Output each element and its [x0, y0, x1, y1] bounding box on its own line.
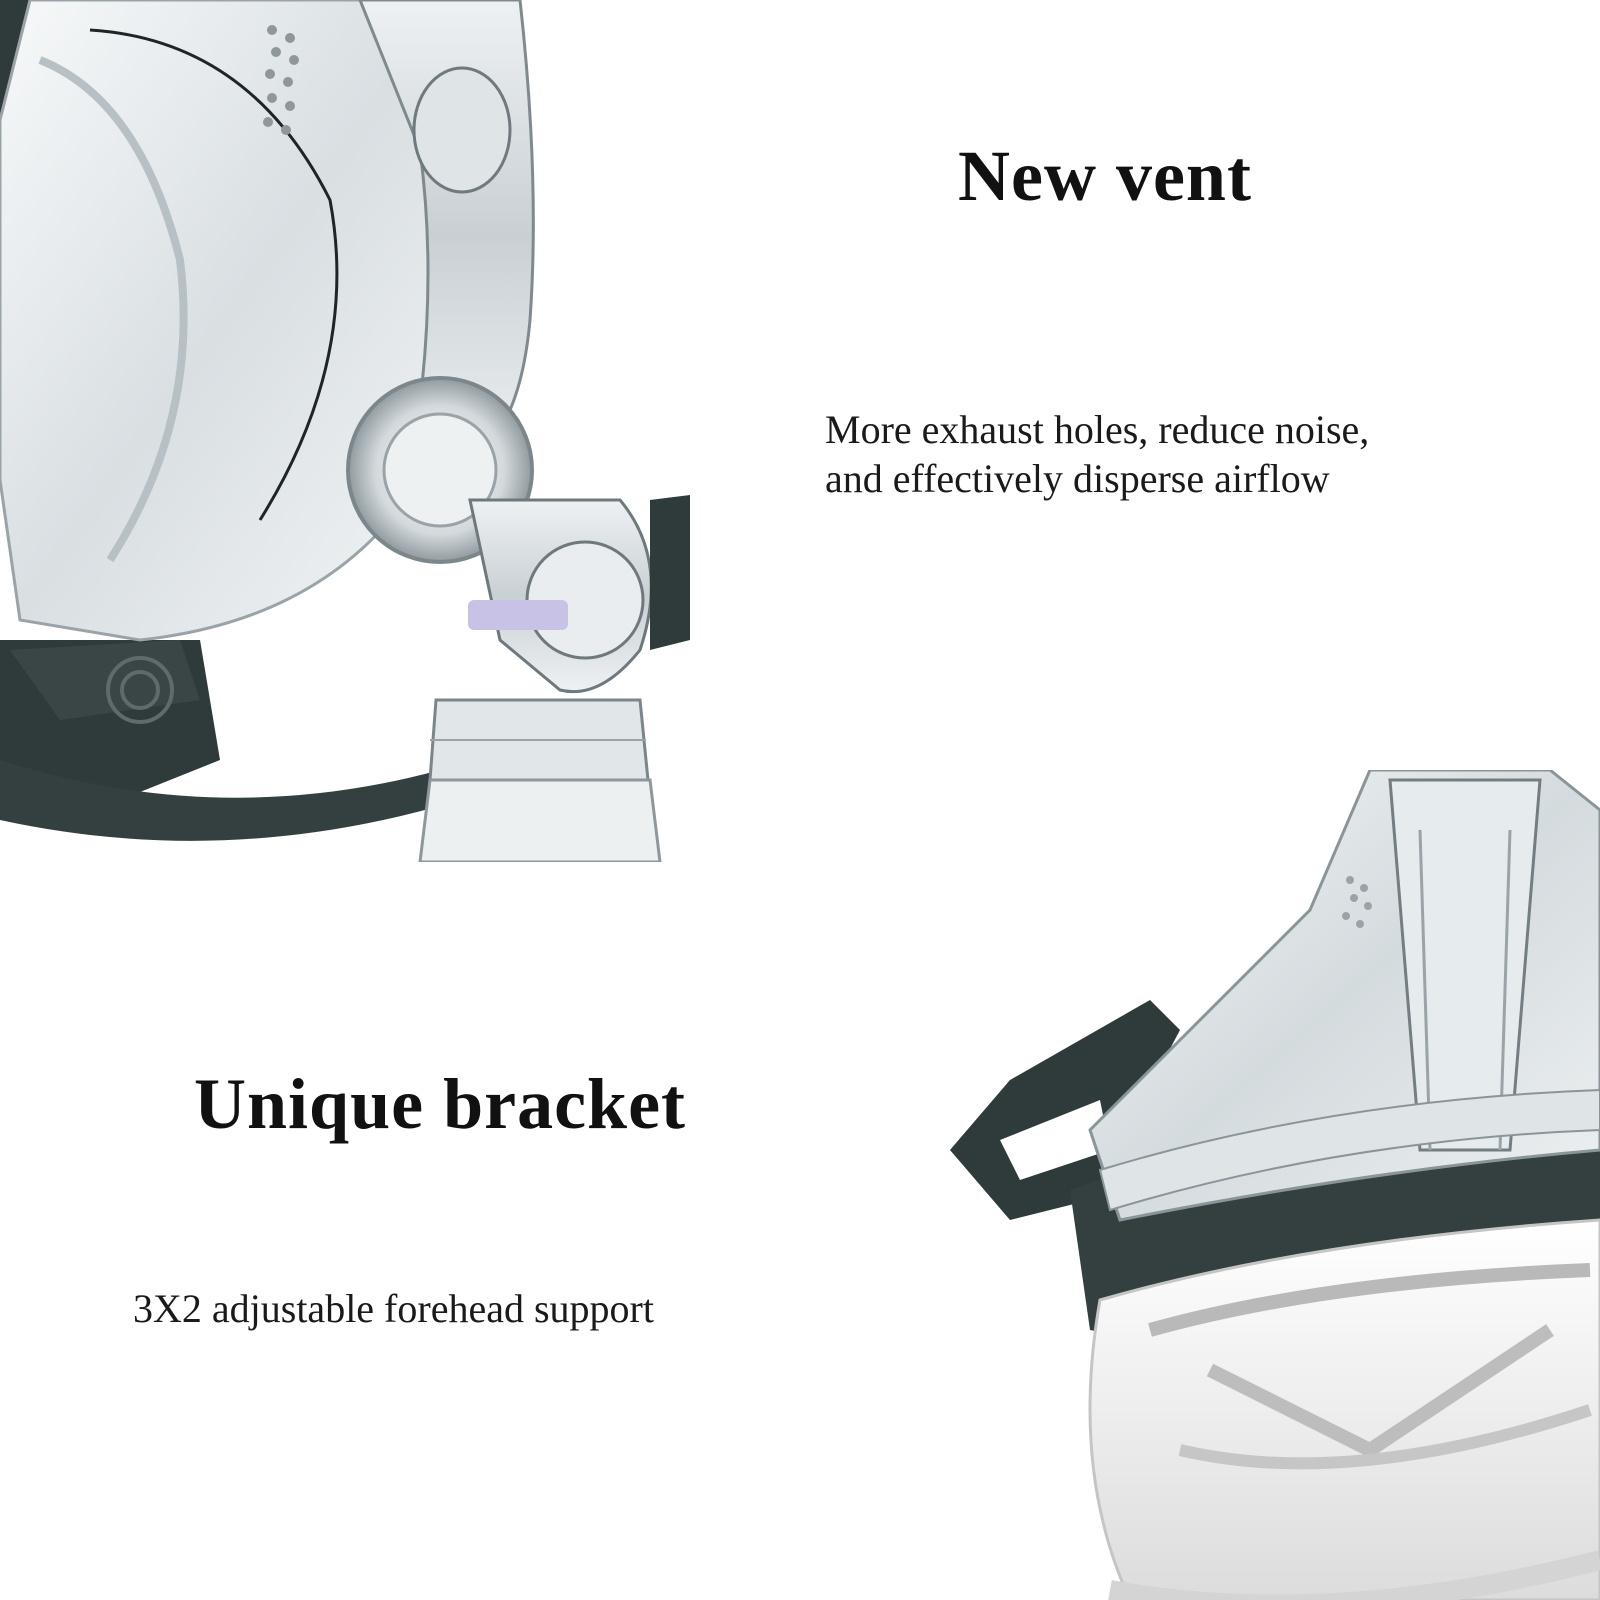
mask-bracket-closeup-photo [950, 770, 1600, 1600]
vent-description-line-2: and effectively disperse airflow [825, 455, 1330, 501]
mask-vent-closeup-photo [0, 0, 690, 862]
bracket-title: Unique bracket [194, 1064, 687, 1144]
vent-description-line-1: More exhaust holes, reduce noise, [825, 407, 1370, 452]
vent-title: New vent [958, 136, 1252, 216]
bracket-description: 3X2 adjustable forehead support [133, 1286, 654, 1331]
vent-description: More exhaust holes, reduce noise, and ef… [825, 406, 1369, 504]
